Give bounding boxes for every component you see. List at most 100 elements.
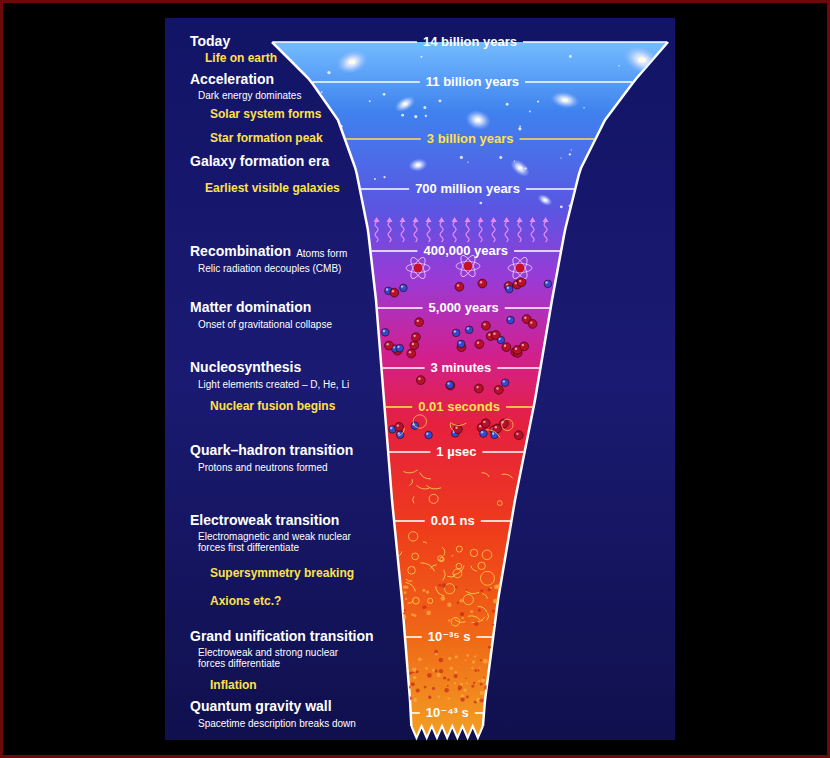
plasma-speck [472,660,475,663]
star [618,65,619,66]
plasma-speck [492,624,494,626]
time-rule [382,367,424,369]
plasma-speck [414,614,417,617]
highlight [508,318,510,320]
galaxy-core [403,103,408,106]
plasma-speck [492,609,495,612]
particle-track [420,472,431,479]
particle-track [413,496,414,503]
radiation-wave [544,222,547,242]
era-note: Onset of gravitational collapse [198,319,332,330]
particle-spiral [453,569,462,578]
plasma-speck [454,682,456,684]
plasma-speck [479,698,483,702]
highlight [504,345,506,347]
star [439,99,442,102]
highlight [459,341,461,343]
plasma-speck [488,588,492,592]
highlight [481,431,483,433]
plasma-speck [475,669,478,672]
plasma-speck [474,621,479,626]
star [560,157,561,158]
galaxy [507,156,532,180]
highlight [493,333,495,335]
era-heading: Acceleration [190,72,274,87]
galaxy-core [562,98,568,102]
plasma-speck [471,667,473,669]
highlight [492,432,494,434]
proton [478,279,487,288]
particle-track [455,619,466,622]
plasma-speck [457,601,459,603]
highlight [483,323,485,325]
plasma-speck [466,696,469,699]
time-mark: 10⁻⁴³ s [426,706,469,720]
neutron [480,430,488,438]
plasma-speck [404,609,406,611]
time-mark: 3 billion years [427,132,514,146]
particle-spiral [478,562,485,569]
wave-arrowhead [504,217,510,222]
plasma-speck [465,659,467,661]
star [519,125,521,127]
star [467,162,468,163]
plasma-speck [458,688,460,690]
highlight [447,382,449,384]
particle-spiral [408,532,417,541]
particle-track [454,565,464,574]
highlight [503,380,505,382]
radiation-wave [427,222,430,242]
plasma-speck [442,583,447,588]
proton [412,333,421,342]
time-rule [520,138,595,140]
star [499,156,502,159]
neutron [457,340,465,348]
atom-nucleus [464,262,473,271]
wave-arrowhead [452,217,458,222]
era-heading: Nucleosynthesis [190,360,301,375]
plasma-speck [480,589,483,592]
plasma-speck [425,667,427,669]
plasma-speck [413,676,416,679]
plasma-speck [479,667,481,669]
galaxy [333,46,371,78]
star [420,56,422,58]
wave-arrowhead [387,217,393,222]
plasma-speck [484,685,489,690]
plasma-speck [439,669,443,673]
plasma-speck [478,609,481,612]
particle-track [482,473,490,477]
plasma-speck [478,680,480,682]
particle-track [403,470,417,473]
plasma-speck [471,685,474,688]
particle-spiral [463,595,473,605]
wave-arrowhead [478,217,484,222]
time-rule [482,451,523,453]
radiation-wave [505,222,508,242]
particle-track [471,617,484,623]
plasma-speck [405,598,407,600]
wave-arrowhead [543,217,549,222]
proton [528,320,537,329]
highlight [454,330,456,332]
zigzag-wall [411,726,483,738]
time-rule [514,250,560,252]
time-mark: 400,000 years [423,244,508,258]
particle-spiral [408,566,416,574]
star [537,101,539,103]
particle-track [442,570,445,581]
plasma-speck [480,691,484,695]
time-rule [371,250,417,252]
particle-spiral [497,501,502,506]
galaxy-core [543,199,547,201]
particle-track [452,555,453,556]
plasma-speck [408,696,412,700]
plasma-speck [441,596,446,601]
highlight [483,421,485,423]
time-rule [361,188,409,190]
neutron [505,285,513,293]
plasma-speck [470,610,473,613]
highlight [522,344,524,346]
proton [416,376,425,385]
